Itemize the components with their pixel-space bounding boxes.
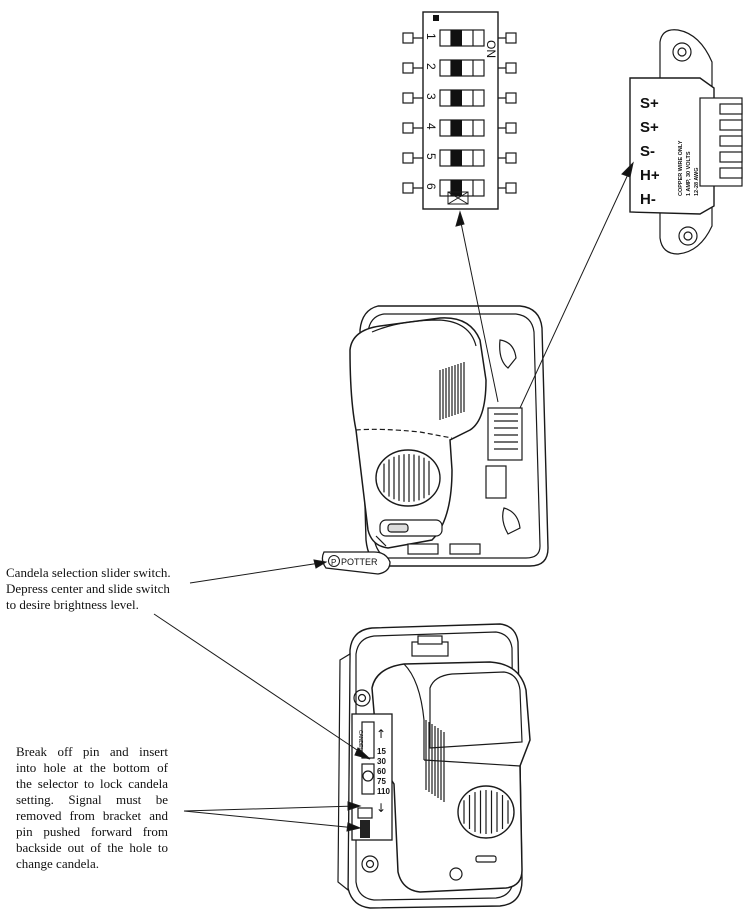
dip-pin-right [505, 122, 517, 134]
slider-switch-line-3: to desire brightness level. [6, 597, 139, 612]
dip-switch-toggle [451, 120, 462, 136]
dip-switch-base-mark [447, 191, 469, 205]
candela-value: 30 [377, 757, 386, 766]
candela-value: 15 [377, 747, 386, 756]
slider-key-brand: POTTER [341, 557, 378, 567]
dip-pin-right [505, 92, 517, 104]
terminal-fine-print: 12-28 AWG [694, 167, 700, 196]
break-off-pin-line-8: change candela. [16, 856, 100, 871]
dip-switch-toggle [451, 30, 462, 46]
dip-pin-right [505, 32, 517, 44]
candela-side-text: CANDELA [357, 730, 363, 754]
leader-lines [153, 161, 634, 832]
break-off-pin-line-6: pin pushed forward from [16, 824, 168, 839]
break-off-pin-callout: Break off pin and insert into hole at th… [16, 744, 168, 872]
terminal-screw [719, 135, 743, 147]
dip-pin-right [505, 62, 517, 74]
slider-switch-line-1: Candela selection slider switch. [6, 565, 171, 580]
dip-position-number: 5 [424, 153, 438, 160]
slider-switch-callout: Candela selection slider switch. Depress… [6, 565, 171, 613]
slider-switch-line-2: Depress center and slide switch [6, 581, 170, 596]
dip-switch-toggle [451, 90, 462, 106]
dip-position-number: 6 [424, 183, 438, 190]
candela-value: 110 [377, 787, 390, 796]
break-off-pin-line-4: setting. Signal must be [16, 792, 168, 807]
candela-slider-key: P POTTER [321, 551, 391, 575]
dip-pin-left [402, 122, 414, 134]
dip-switch-pin1-marker [433, 15, 439, 21]
dip-switch-toggle [451, 180, 462, 196]
terminal-label: H- [640, 191, 656, 208]
strobe-device-top-view [349, 305, 549, 567]
dip-position-number: 4 [424, 123, 438, 130]
terminal-label: S+ [640, 119, 659, 136]
terminal-fine-print: 1 AMP, 30 VOLTS [686, 151, 692, 196]
terminal-label: S+ [640, 95, 659, 112]
terminal-screw [719, 103, 743, 115]
dip-switch-toggle [451, 150, 462, 166]
dip-pin-left [402, 62, 414, 74]
break-off-pin-line-2: into hole at the bottom of [16, 760, 168, 775]
dip-pin-right [505, 182, 517, 194]
candela-down-arrow: ↓ [376, 801, 386, 815]
dip-position-number: 2 [424, 63, 438, 70]
candela-value: 75 [377, 777, 386, 786]
slider-key-logo: P [331, 558, 336, 567]
dip-position-number: 1 [424, 33, 438, 40]
terminal-screw [719, 151, 743, 163]
terminal-screw [719, 167, 743, 179]
dip-position-number: 3 [424, 93, 438, 100]
dip-switch-block: ON 1 2 3 4 5 6 [402, 11, 517, 210]
terminal-fine-print: COPPER WIRE ONLY [678, 140, 684, 196]
candela-value: 60 [377, 767, 386, 776]
dip-pin-left [402, 152, 414, 164]
dip-pin-left [402, 32, 414, 44]
candela-up-arrow: ↑ [376, 727, 386, 741]
break-off-pin-line-7: backside out of the hole to [16, 840, 168, 855]
dip-pin-left [402, 92, 414, 104]
break-off-pin-line-1: Break off pin and insert [16, 744, 168, 759]
terminal-label: S- [640, 143, 655, 160]
break-off-pin-line-3: the selector to lock candela [16, 776, 168, 791]
dip-switch-toggle [451, 60, 462, 76]
dip-pin-right [505, 152, 517, 164]
break-off-pin-line-5: removed from bracket and [16, 808, 168, 823]
terminal-screw [719, 119, 743, 131]
dip-on-label: ON [484, 40, 498, 58]
dip-pin-left [402, 182, 414, 194]
terminal-label: H+ [640, 167, 660, 184]
